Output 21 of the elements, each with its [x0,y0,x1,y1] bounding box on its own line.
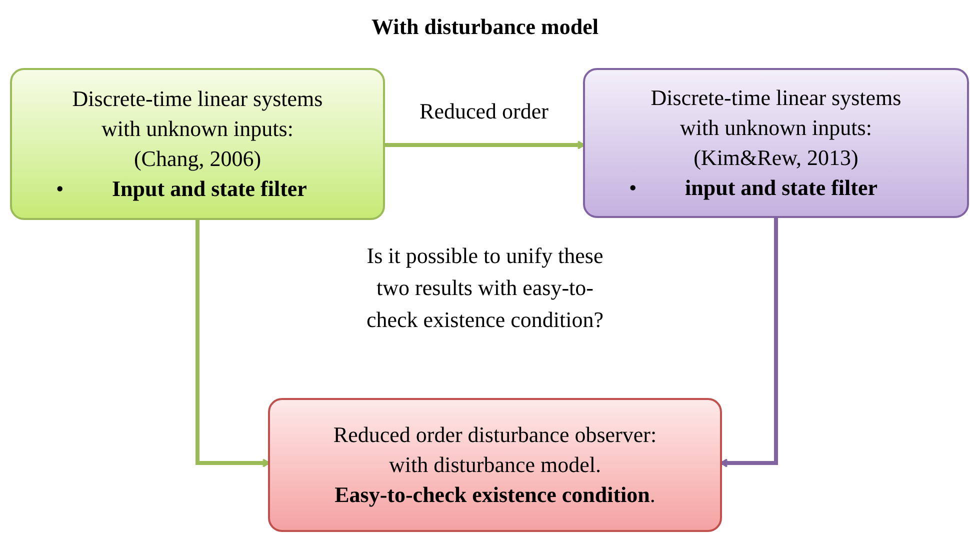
box-text: (Kim&Rew, 2013) [694,144,858,172]
process-box [10,68,385,220]
box-text: with unknown inputs: [680,114,872,142]
box-text: Easy-to-check existence condition. [334,481,656,509]
box-text: (Chang, 2006) [134,145,262,173]
box-text: with unknown inputs: [102,115,294,143]
arrow [385,140,584,150]
box-text: Discrete-time linear systems [650,84,902,112]
arrow [720,218,778,468]
question-text: Is it possible to unify these two results with easy-to-check existence condition? [365,242,604,334]
process-box [583,68,969,218]
box-text: Reduced order disturbance observer: [333,421,657,449]
arrow [196,220,270,468]
bullet-mark: • [629,174,638,202]
process-box [268,398,722,532]
box-text: input and state filter [685,174,878,202]
diagram-title: With disturbance model [370,13,600,41]
box-text: Discrete-time linear systems [72,85,323,113]
box-text: Input and state filter [112,175,307,203]
box-text: with disturbance model. [388,451,601,479]
bullet-mark: • [56,175,65,203]
